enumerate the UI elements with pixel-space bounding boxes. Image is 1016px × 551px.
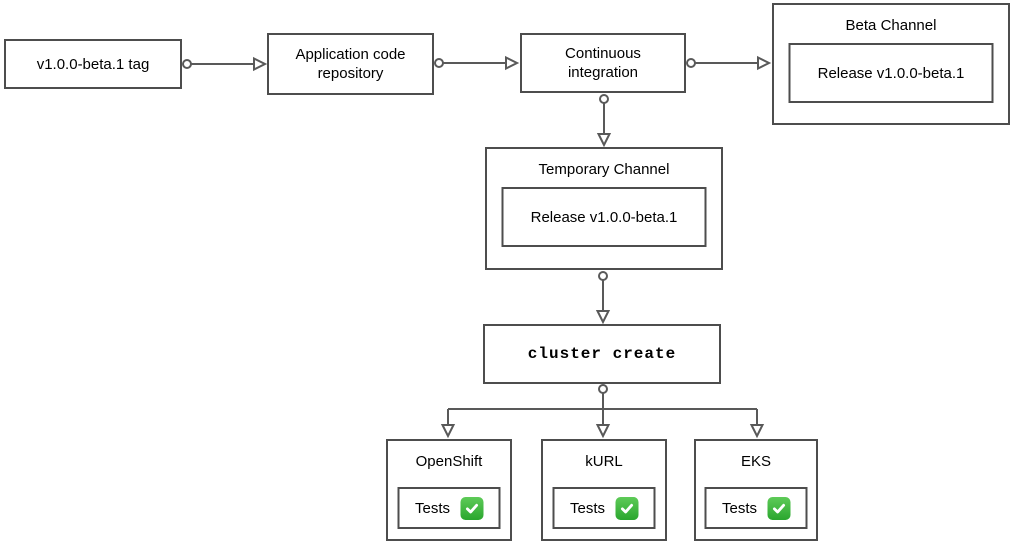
edge-cluster-create-branch — [440, 384, 765, 439]
beta-channel-title: Beta Channel — [845, 17, 937, 34]
openshift-tests-box: Tests — [397, 487, 501, 529]
edge-app-repo-to-ci — [434, 55, 520, 71]
check-icon — [767, 496, 790, 520]
node-kurl: kURL Tests — [541, 439, 667, 541]
temporary-channel-title: Temporary Channel — [538, 161, 670, 178]
node-cluster-create: cluster create — [483, 324, 721, 384]
temporary-channel-release-box: Release v1.0.0-beta.1 — [501, 187, 707, 247]
node-eks: EKS Tests — [694, 439, 818, 541]
node-beta-channel: Beta Channel Release v1.0.0-beta.1 — [772, 3, 1010, 125]
edge-tag-to-app-repo — [182, 56, 268, 72]
kurl-title: kURL — [585, 453, 623, 470]
node-temporary-channel: Temporary Channel Release v1.0.0-beta.1 — [485, 147, 723, 270]
beta-channel-release-box: Release v1.0.0-beta.1 — [788, 43, 994, 103]
node-version-tag-label: v1.0.0-beta.1 tag — [36, 55, 150, 73]
eks-tests-label: Tests — [721, 499, 757, 517]
node-cluster-create-label: cluster create — [527, 344, 677, 363]
eks-tests-box: Tests — [704, 487, 808, 529]
check-icon — [460, 496, 483, 520]
beta-channel-release-label: Release v1.0.0-beta.1 — [817, 64, 965, 82]
edge-ci-to-temp-channel — [596, 94, 612, 148]
node-continuous-integration-label: Continuous integration — [565, 45, 641, 81]
openshift-tests-label: Tests — [414, 499, 450, 517]
edge-temp-channel-to-cluster-create — [595, 271, 611, 325]
node-application-code-repository: Application code repository — [267, 33, 434, 95]
edge-ci-to-beta-channel — [686, 55, 772, 71]
node-continuous-integration: Continuous integration — [520, 33, 686, 93]
kurl-tests-label: Tests — [569, 499, 605, 517]
temporary-channel-release-label: Release v1.0.0-beta.1 — [530, 208, 678, 226]
node-openshift: OpenShift Tests — [386, 439, 512, 541]
node-version-tag: v1.0.0-beta.1 tag — [4, 39, 182, 89]
eks-title: EKS — [740, 453, 771, 470]
check-icon — [615, 496, 638, 520]
kurl-tests-box: Tests — [552, 487, 656, 529]
node-application-code-repository-label: Application code repository — [295, 46, 406, 82]
openshift-title: OpenShift — [415, 453, 483, 470]
